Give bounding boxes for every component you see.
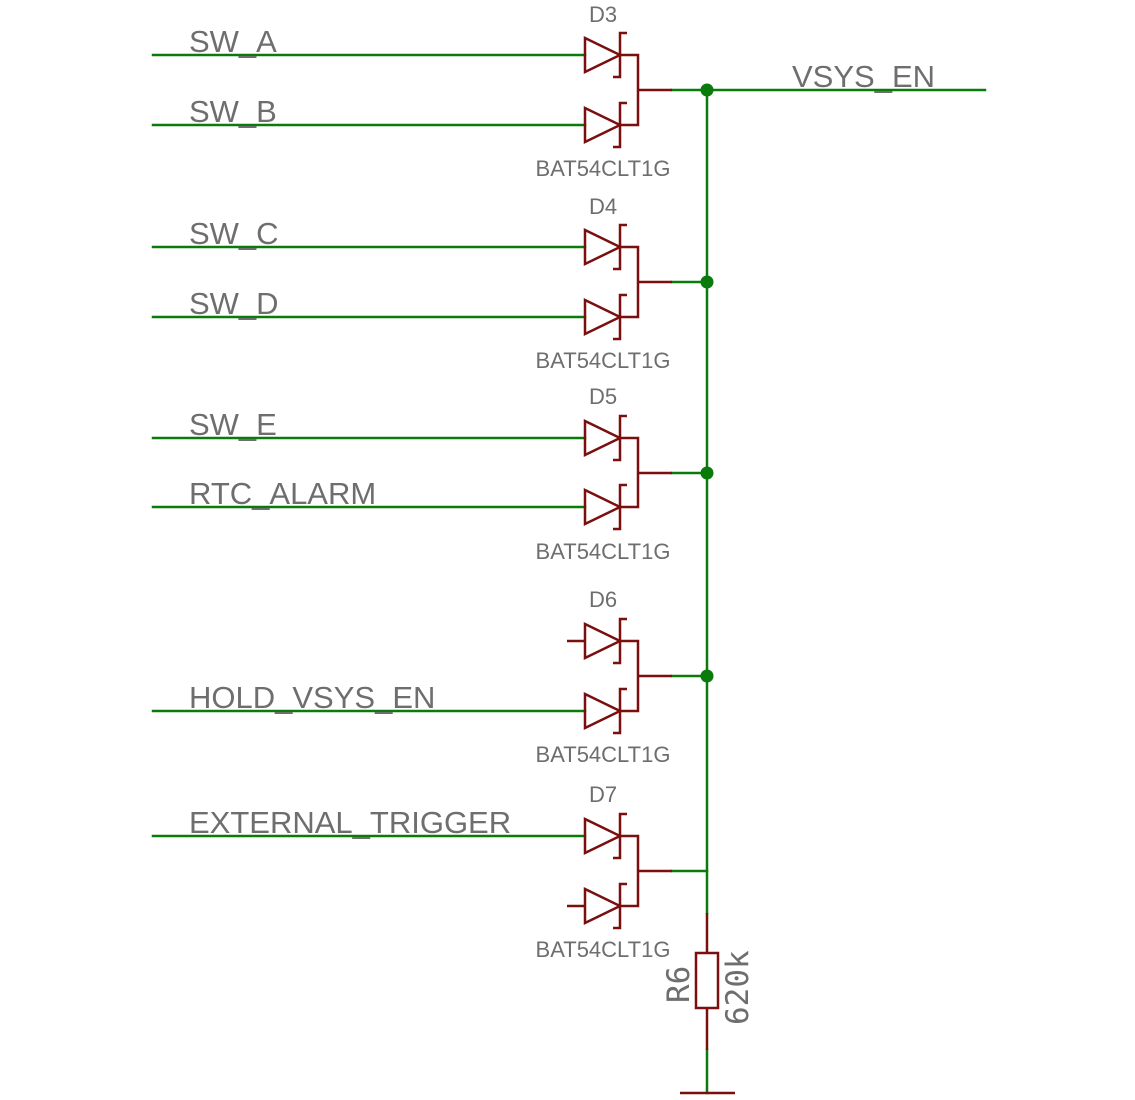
cathode-lead [620,90,640,127]
cathode-lead [620,676,640,713]
resistor-r6 [694,913,720,1050]
diode-ref-label: D6 [589,587,617,612]
net-label-sw-c: SW_C [189,216,279,251]
diode-triangle [583,106,623,144]
diode-package-d5 [583,414,672,531]
resistor-body [694,951,720,1010]
net-label-rtc-alarm: RTC_ALARM [189,476,376,511]
cathode-lead [620,436,640,473]
diode-ref-label: D3 [589,2,617,27]
net-label-sw-e: SW_E [189,407,277,442]
cathode-lead [620,282,640,319]
diode-triangle [583,419,623,457]
diode-triangle [583,692,623,730]
diode-ref-label: D7 [589,782,617,807]
cathode-lead [620,245,640,282]
diode-package-d4 [583,223,672,341]
net-label-sw-b: SW_B [189,94,277,129]
diode-triangle [583,488,623,526]
diode-triangle [583,817,623,855]
net-label-hold-vsys-en: HOLD_VSYS_EN [189,680,435,715]
cathode-lead [620,871,640,908]
diode-triangle [583,228,623,266]
diode-part-label: BAT54CLT1G [536,156,671,181]
diode-triangle [583,622,623,660]
diode-triangle [583,36,623,74]
wires [151,53,987,1095]
cathode-lead [620,639,640,676]
net-label-vsys-en: VSYS_EN [792,59,935,94]
net-label-sw-a: SW_A [189,24,277,59]
diode-package-d3 [583,31,672,149]
diode-ref-label: D4 [589,194,617,219]
components [567,31,735,1095]
cathode-lead [620,53,640,90]
diode-ref-label: D5 [589,384,617,409]
diode-triangle [583,887,623,925]
cathode-lead [620,834,640,871]
labels: SW_ASW_BD3BAT54CLT1GSW_CSW_DD4BAT54CLT1G… [189,2,935,1025]
net-label-external-trigger: EXTERNAL_TRIGGER [189,805,511,840]
diode-part-label: BAT54CLT1G [536,348,671,373]
resistor-ref-label: R6 [661,966,697,1003]
diode-part-label: BAT54CLT1G [536,937,671,962]
diode-package-d7 [567,812,672,930]
net-label-sw-d: SW_D [189,286,279,321]
diode-part-label: BAT54CLT1G [536,742,671,767]
cathode-lead [620,473,640,509]
diode-triangle [583,298,623,336]
diode-package-d6 [567,617,672,735]
resistor-value-label: 620k [720,950,756,1025]
diode-part-label: BAT54CLT1G [536,539,671,564]
